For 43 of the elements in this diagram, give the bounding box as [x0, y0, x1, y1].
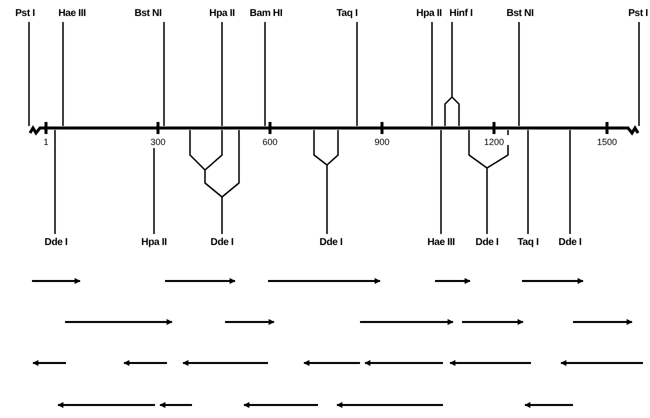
enzyme-label: Dde I	[476, 237, 498, 249]
leader-line	[62, 22, 64, 126]
dna-map-line	[28, 122, 640, 136]
leader-line	[468, 129, 509, 235]
leader-line	[189, 129, 240, 235]
enzyme-label: Hae III	[58, 8, 86, 20]
enzyme-label: Hpa II	[141, 237, 167, 249]
tick-label: 300	[150, 137, 166, 147]
leader-line	[54, 130, 56, 234]
leader-line	[163, 22, 165, 126]
enzyme-label: Dde I	[44, 237, 68, 249]
leader-line	[356, 22, 358, 126]
leader-line	[527, 130, 529, 234]
leader-line	[518, 22, 520, 126]
leader-line	[440, 130, 442, 234]
enzyme-label: Bst NI	[506, 8, 534, 20]
enzyme-label: Pst I	[628, 8, 648, 20]
enzyme-label: Taq I	[517, 237, 539, 249]
enzyme-label: Bst NI	[134, 8, 162, 20]
tick-label: 900	[374, 137, 390, 147]
enzyme-label: Hinf I	[449, 8, 473, 20]
leader-line	[431, 22, 433, 126]
leader-line	[221, 22, 223, 126]
tick-label: 1200	[484, 137, 504, 147]
leader-line	[28, 22, 30, 126]
enzyme-label: Dde I	[320, 237, 342, 249]
leader-line	[638, 22, 640, 126]
enzyme-label: Bam HI	[250, 8, 282, 20]
enzyme-label: Pst I	[15, 8, 35, 20]
tick-label: 1500	[596, 137, 618, 147]
enzyme-label: Dde I	[558, 237, 582, 249]
enzyme-label: Taq I	[336, 8, 358, 20]
leader-line	[569, 130, 571, 234]
enzyme-label: Dde I	[210, 237, 234, 249]
leader-line	[264, 22, 266, 126]
enzyme-label: Hpa II	[416, 8, 442, 20]
leader-line	[153, 148, 155, 234]
enzyme-label: Hae III	[427, 237, 455, 249]
enzyme-label: Hpa II	[209, 8, 235, 20]
tick-label: 600	[262, 137, 278, 147]
leader-line	[313, 129, 339, 235]
leader-line	[444, 21, 460, 127]
tick-label: 1	[44, 137, 48, 147]
